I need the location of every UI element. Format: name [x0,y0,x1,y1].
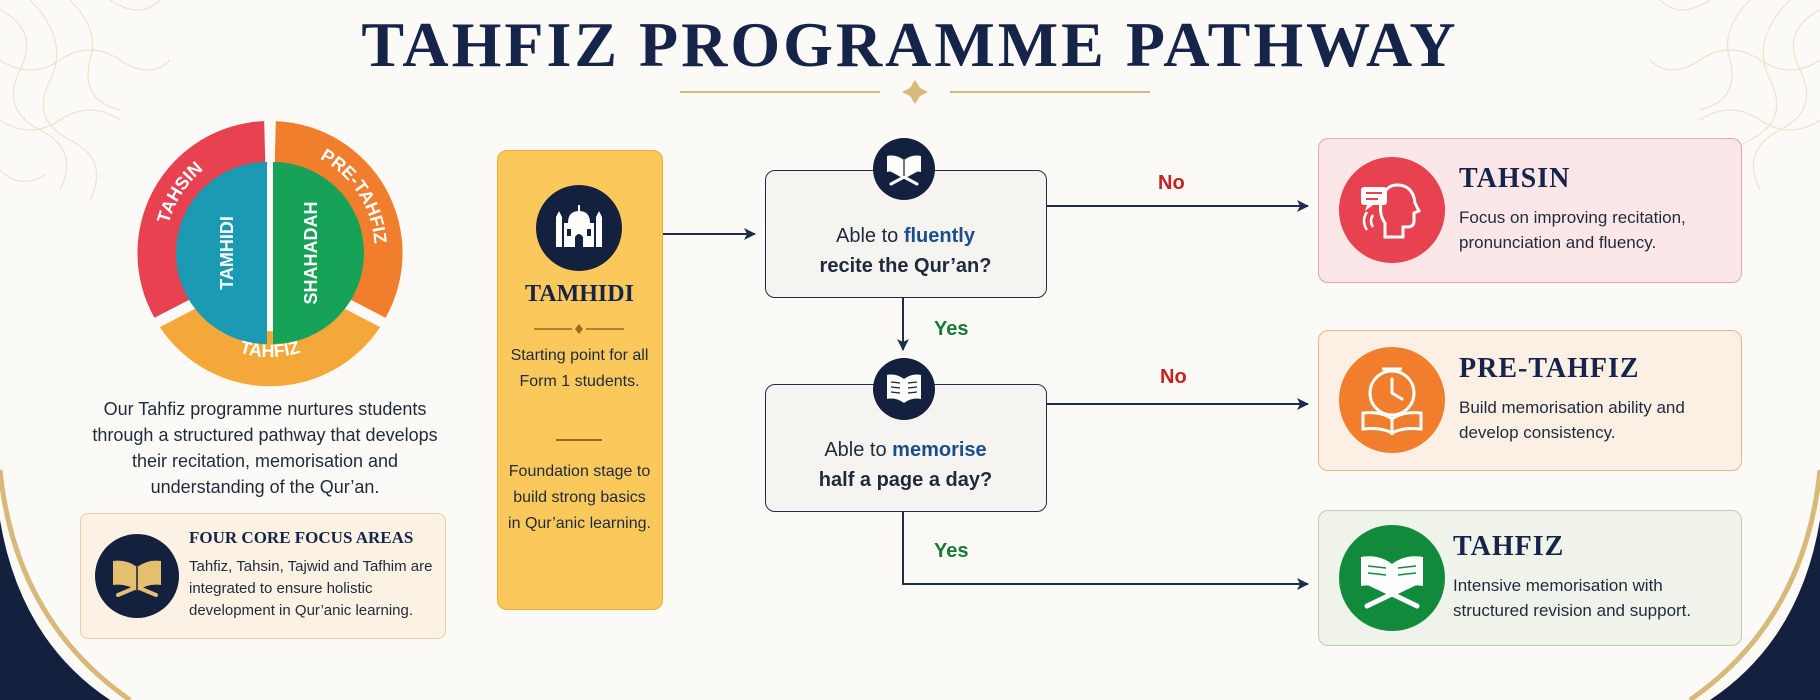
tamhidi-text-foundation: Foundation stage to build strong basics … [508,463,651,532]
question-fluency-text: Able to fluently recite the Qur’an? [766,221,1045,281]
wheel-label-shahadah: SHAHADAH [301,202,321,305]
bottom-right-gold-curve [1688,469,1820,700]
q2-yes-label: Yes [934,540,969,562]
wheel-inner-tamhidi [176,162,267,344]
outcome-tahfiz-card: TAHFIZ Intensive memorisation with struc… [1318,510,1742,646]
question-memorise-keyword: memorise [892,439,987,461]
outcome-tahfiz-title: TAHFIZ [1453,531,1565,562]
bottom-right-navy-curve [1710,520,1820,700]
q1-no-label: No [1158,172,1185,194]
outcome-pre-tahfiz-card: PRE-TAHFIZ Build memorisation ability an… [1318,330,1742,471]
wheel-inner-shahadah [273,162,364,344]
wheel-label-tamhidi: TAMHIDI [217,216,237,290]
clock-book-icon [1339,347,1445,453]
tamhidi-ornament-divider [534,324,624,334]
q1-yes-label: Yes [934,318,969,340]
question-memorise-text: Able to memorise half a page a day? [766,435,1045,495]
speaking-head-icon [1339,157,1445,263]
question-memorise-prefix: Able to [824,439,893,461]
page-title: TAHFIZ PROGRAMME PATHWAY [361,9,1459,80]
question-fluency-line2: recite the Qur’an? [819,255,992,277]
outcome-pre-tahfiz-title: PRE-TAHFIZ [1459,353,1640,384]
outcome-pre-tahfiz-body: Build memorisation ability and develop c… [1459,398,1685,442]
question-memorise-line2: half a page a day? [818,469,993,491]
arrow-q2-yes [902,512,1309,590]
tamhidi-divider [556,439,602,441]
tamhidi-text-start: Starting point for all Form 1 students. [510,347,649,390]
corner-lattice-left [0,0,171,201]
programme-wheel: TAHSIN PRE-TAHFIZ TAHFIZ TAMHIDI SHAHADA… [137,121,403,387]
tamhidi-title: TAMHIDI [525,281,634,307]
focus-title: FOUR CORE FOCUS AREAS [189,528,414,547]
title-divider [680,80,1150,104]
focus-body: Tahfiz, Tahsin, Tajwid and Tafhim are in… [189,558,433,619]
question-fluency-prefix: Able to [836,225,904,247]
question-fluency-keyword: fluently [903,225,975,247]
tamhidi-card: TAMHIDI Starting point for all Form 1 st… [497,150,663,610]
mosque-icon [536,185,622,271]
star-ornament-icon [902,80,928,104]
quran-icon [1339,525,1445,631]
quran-icon [95,534,179,618]
outcome-tahsin-body: Focus on improving recitation, pronuncia… [1459,208,1686,252]
outcome-tahsin-card: TAHSIN Focus on improving recitation, pr… [1318,138,1742,283]
open-book-icon [873,358,935,420]
bottom-left-gold-curve [0,469,132,700]
outcome-tahsin-title: TAHSIN [1459,163,1571,194]
bottom-left-navy-curve [0,520,110,700]
intro-text: Our Tahfiz programme nurtures students t… [92,399,438,497]
outcome-tahfiz-body: Intensive memorisation with structured r… [1453,576,1692,620]
quran-stand-icon [873,138,935,200]
q2-no-label: No [1160,366,1187,388]
focus-areas-card: FOUR CORE FOCUS AREAS Tahfiz, Tahsin, Ta… [80,513,446,639]
